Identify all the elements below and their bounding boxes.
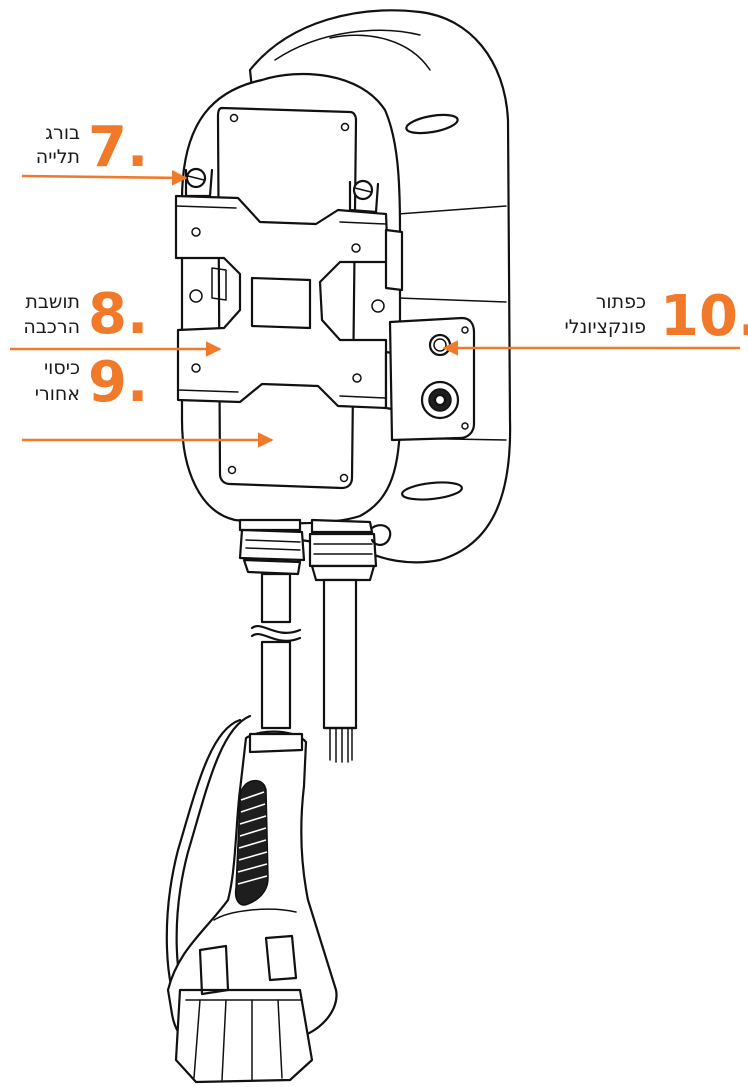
- callout-8: 8. תושבת הרכבה: [23, 282, 148, 347]
- callout-10: 10. כפתור פונקציונלי: [565, 284, 748, 349]
- callout-10-number: 10.: [660, 284, 748, 349]
- callout-8-line2: הרכבה: [23, 316, 80, 338]
- cable-glands: [238, 518, 392, 582]
- callout-9-line1: כיסוי: [44, 357, 80, 379]
- cables: [250, 572, 358, 763]
- callout-10-line1: כפתור: [596, 291, 646, 313]
- callout-7-line2: תלייה: [36, 146, 80, 168]
- mounting-bracket: [174, 167, 404, 412]
- callout-10-line2: פונקציונלי: [565, 316, 646, 338]
- arrow-7: [21, 170, 188, 186]
- callout-9-line2: אחורי: [35, 383, 80, 405]
- callout-8-line1: תושבת: [25, 291, 80, 313]
- charging-plug: [165, 714, 338, 1084]
- side-function-box: [388, 316, 476, 442]
- callout-9: 9. כיסוי אחורי: [35, 350, 149, 415]
- callout-9-number: 9.: [88, 350, 148, 415]
- callout-7: 7. בורג תלייה: [36, 115, 148, 180]
- callout-arrows: [10, 170, 740, 448]
- callout-7-number: 7.: [88, 115, 148, 180]
- callout-7-line1: בורג: [45, 122, 80, 144]
- grip-hatch-icon: [237, 791, 268, 885]
- callout-8-number: 8.: [88, 282, 148, 347]
